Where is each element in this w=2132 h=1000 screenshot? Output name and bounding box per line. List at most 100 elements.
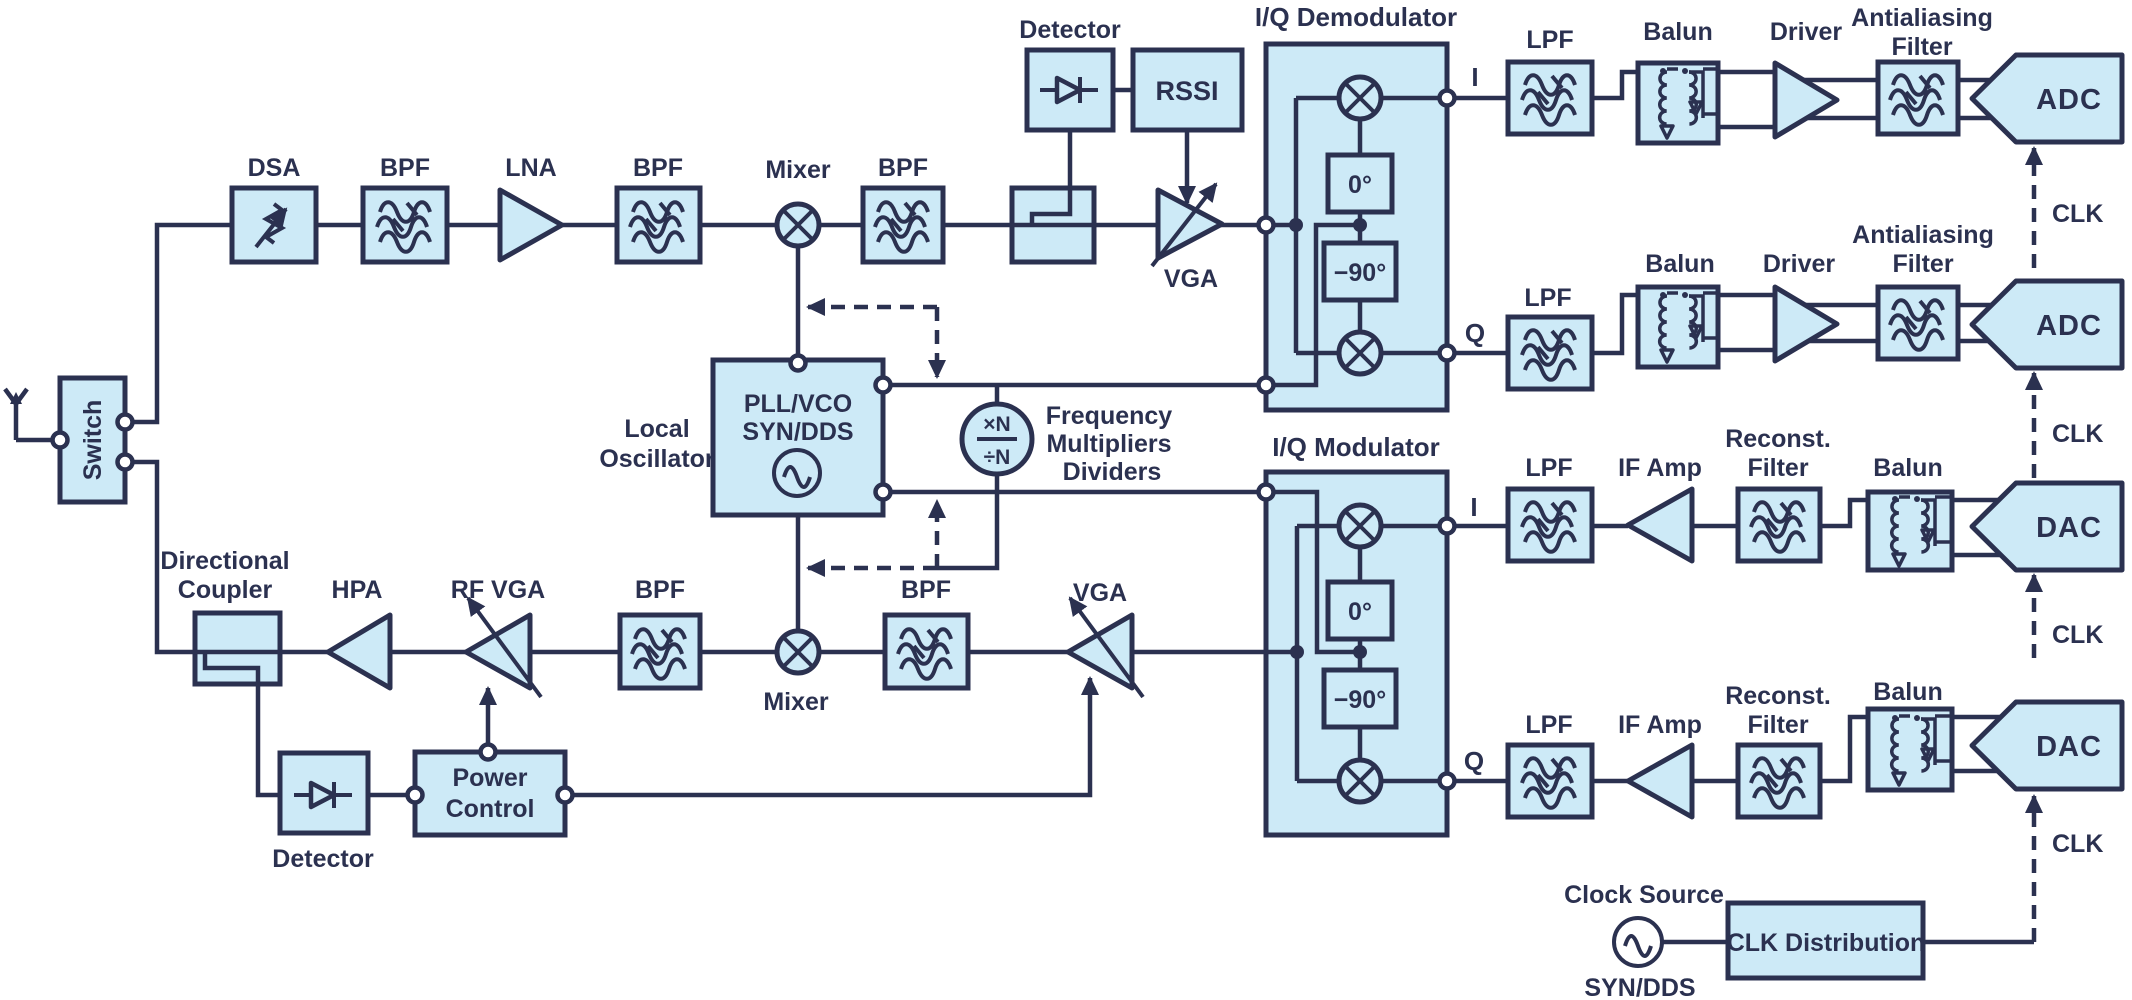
mod-port-q [1437, 771, 1457, 791]
i-driver-label: Driver [1770, 18, 1843, 46]
tx-bpf2-box [882, 612, 971, 691]
adc-q-label: ADC [2036, 310, 2102, 342]
clk-distribution-label: CLK Distribution [1727, 929, 1926, 957]
rf-vga-triangle [463, 612, 533, 691]
wire-tx-main [125, 459, 1266, 655]
demod-port-rf [1256, 215, 1276, 235]
mod-q-mixer [1339, 760, 1381, 802]
rssi-label: RSSI [1155, 76, 1218, 106]
freq-label3: Dividers [1063, 458, 1162, 486]
q-balun-box [1635, 284, 1721, 370]
mod-port-lo [1256, 482, 1276, 502]
tx-vga-triangle [1065, 612, 1135, 691]
clock-source-label: Clock Source [1564, 881, 1724, 909]
txi-balun-box [1865, 489, 1955, 573]
txi-ifamp-triangle [1625, 486, 1695, 564]
dsa-arrow-icon [254, 207, 288, 249]
txq-reconst-box [1735, 742, 1823, 820]
txi-ifamp-label: IF Amp [1618, 454, 1702, 482]
wire-txi-chain [1592, 497, 1868, 529]
i-antialiasing-label1: Antialiasing [1851, 4, 1993, 32]
q-antialiasing-label1: Antialiasing [1852, 221, 1994, 249]
demod-0deg-box [1325, 152, 1395, 215]
labels: Switch DSA BPF LNA BPF Mixer BPF Detecto… [79, 2, 2103, 1000]
demod-q-label: Q [1465, 318, 1485, 348]
pll-label2: SYN/DDS [742, 418, 853, 446]
local-osc-label1: Local [624, 415, 689, 443]
wire-tx-coupler-tap [202, 654, 280, 798]
tx-mixer [777, 631, 819, 673]
txi-reconst-label2: Filter [1747, 454, 1808, 482]
mod-i-label: I [1470, 492, 1477, 522]
demod-90deg-box [1321, 240, 1399, 303]
clk-label-daci: CLK [2052, 621, 2103, 649]
freq-mult-label: ×N [983, 413, 1010, 436]
q-antialiasing-label2: Filter [1892, 250, 1953, 278]
txq-balun-label: Balun [1873, 678, 1942, 706]
tx-vga-label: VGA [1073, 579, 1127, 607]
pll-box [710, 357, 886, 518]
antenna-tip [10, 392, 22, 404]
local-osc-label2: Oscillator [599, 445, 715, 473]
tx-bpf2-label: BPF [901, 576, 951, 604]
hpa-label: HPA [332, 576, 383, 604]
demod-i-mixer [1339, 77, 1381, 119]
switch-port-rx [115, 412, 135, 432]
tx-bpf1-box [617, 612, 703, 691]
pll-sine-circle [772, 448, 822, 498]
wire-mod-lo [1266, 489, 1360, 655]
demod-port-i [1437, 88, 1457, 108]
i-driver-triangle [1772, 60, 1840, 140]
power-label1: Power [452, 764, 527, 792]
dir-coupler-label2: Coupler [178, 576, 273, 604]
demod-rf-junction [1289, 218, 1303, 232]
rssi-box [1130, 47, 1245, 133]
dir-coupler-label1: Directional [160, 547, 289, 575]
wire-rx-main [125, 222, 1266, 425]
powerctrl-port-top [478, 742, 498, 762]
freq-div-label: ÷N [984, 446, 1011, 469]
tx-mixer-label: Mixer [763, 688, 829, 716]
switch-port-antenna [50, 430, 70, 450]
clk-label-dacq: CLK [2052, 830, 2103, 858]
rx-bpf2-label: BPF [633, 154, 683, 182]
clock-source-circle [1612, 916, 1664, 968]
rx-bpf1-label: BPF [380, 154, 430, 182]
wire-powerctrl-txvga [565, 676, 1099, 798]
power-label2: Control [446, 795, 535, 823]
demod-i-label: I [1471, 62, 1478, 92]
wire-i-lpf-balun [1592, 69, 1638, 101]
iq-demodulator-label: I/Q Demodulator [1255, 2, 1457, 32]
syn-dds-label: SYN/DDS [1584, 974, 1695, 1000]
demod-port-lo [1256, 375, 1276, 395]
dac-i-label: DAC [2036, 512, 2102, 544]
mod-port-i [1437, 516, 1457, 536]
i-balun-label: Balun [1643, 18, 1712, 46]
mod-lo-junction [1353, 645, 1367, 659]
components [57, 47, 2122, 981]
lna-label: LNA [505, 154, 556, 182]
wire-txq-chain [1592, 714, 1868, 784]
i-balun-box [1635, 60, 1721, 146]
i-lpf-label: LPF [1526, 26, 1573, 54]
wire-q-lpf-balun [1592, 292, 1638, 356]
mod-i-mixer [1339, 505, 1381, 547]
dac-q-label: DAC [2036, 731, 2102, 763]
clk-label-adcq: CLK [2052, 420, 2103, 448]
pll-label1: PLL/VCO [744, 390, 852, 418]
txq-reconst-label1: Reconst. [1725, 682, 1831, 710]
rf-vga-gain-arrow [466, 596, 543, 699]
txi-lpf-label: LPF [1525, 454, 1572, 482]
q-balun-label: Balun [1645, 250, 1714, 278]
txi-reconst-label1: Reconst. [1725, 425, 1831, 453]
hpa-triangle [325, 612, 393, 691]
wire-i-balun-driver [1718, 69, 1775, 130]
tx-detector-label: Detector [272, 845, 374, 873]
iq-modulator-label: I/Q Modulator [1272, 432, 1440, 462]
demod-q-mixer [1339, 332, 1381, 374]
rx-detector-box [1024, 47, 1116, 133]
rf-vga-label: RF VGA [451, 576, 545, 604]
demod-90deg-label: −90° [1334, 259, 1386, 287]
